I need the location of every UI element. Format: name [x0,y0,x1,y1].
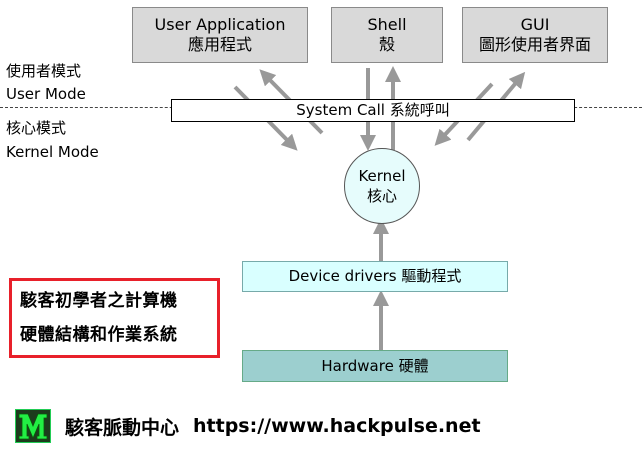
kernel-mode-en-label: Kernel Mode [6,143,99,161]
kernel-en: Kernel [358,167,406,185]
user-application-en: User Application [154,15,286,34]
device-drivers-box: Device drivers 驅動程式 [242,261,508,292]
user-application-zh: 應用程式 [187,35,252,54]
gui-zh: 圖形使用者界面 [478,35,591,54]
gui-box: GUI 圖形使用者界面 [462,7,608,63]
promo-line-2: 硬體結構和作業系統 [20,325,178,345]
shell-zh: 殼 [378,35,395,54]
shell-box: Shell 殼 [331,7,443,63]
shell-en: Shell [367,15,407,34]
footer: 駭客脈動中心 https://www.hackpulse.net [15,408,481,444]
hardware-box: Hardware 硬體 [242,350,508,382]
kernel-zh: 核心 [366,187,397,205]
promo-title-box: 駭客初學者之計算機 硬體結構和作業系統 [9,278,220,358]
footer-site-name: 駭客脈動中心 [65,416,180,439]
user-application-box: User Application 應用程式 [132,7,308,63]
system-call-bar: System Call 系統呼叫 [171,99,575,122]
user-mode-en-label: User Mode [6,85,86,103]
kernel-mode-zh-label: 核心模式 [6,119,67,137]
user-mode-zh-label: 使用者模式 [6,62,82,80]
promo-line-1: 駭客初學者之計算機 [20,291,178,311]
kernel-node: Kernel 核心 [344,148,420,224]
hackpulse-m-logo-icon [15,409,51,443]
footer-url-link[interactable]: https://www.hackpulse.net [193,415,481,437]
gui-en: GUI [520,15,550,34]
